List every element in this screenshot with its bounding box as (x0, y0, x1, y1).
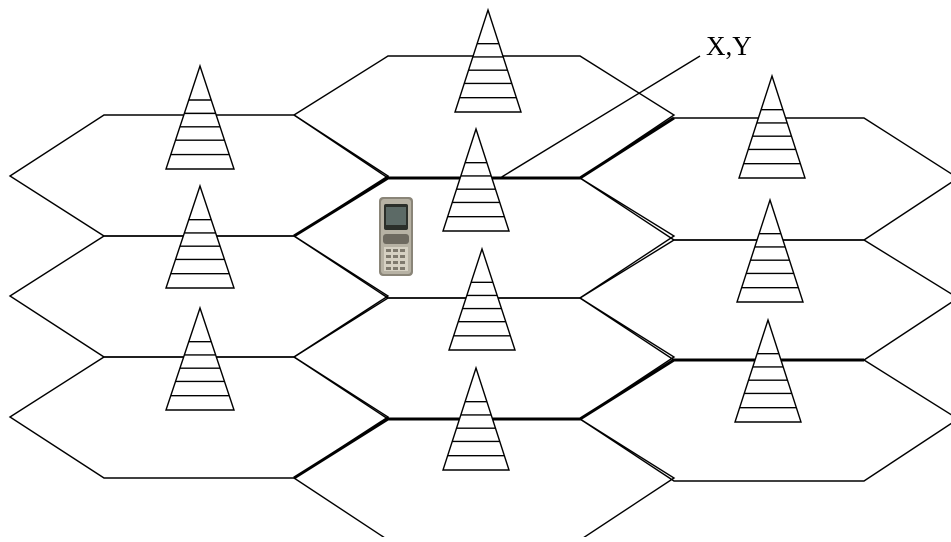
cell-towers (165, 7, 806, 471)
cell-tower-icon (165, 63, 235, 170)
cell-left-bottom (8, 356, 390, 479)
cell-tower-icon (442, 126, 510, 232)
cell-tower-icon (442, 365, 510, 471)
cell-tower-icon (454, 7, 522, 113)
lower-boundary (293, 358, 864, 480)
cell-tower-icon (736, 197, 804, 303)
cell-tower-icon (734, 317, 802, 423)
mobile-phone-icon (379, 197, 413, 276)
cell-tower-icon (448, 246, 516, 351)
coordinate-label: X,Y (706, 31, 752, 61)
coordinate-pointer-line (499, 55, 701, 179)
cell-tower-icon (738, 73, 806, 179)
cell-tower-icon (165, 183, 235, 289)
cell-tower-icon (165, 305, 235, 411)
